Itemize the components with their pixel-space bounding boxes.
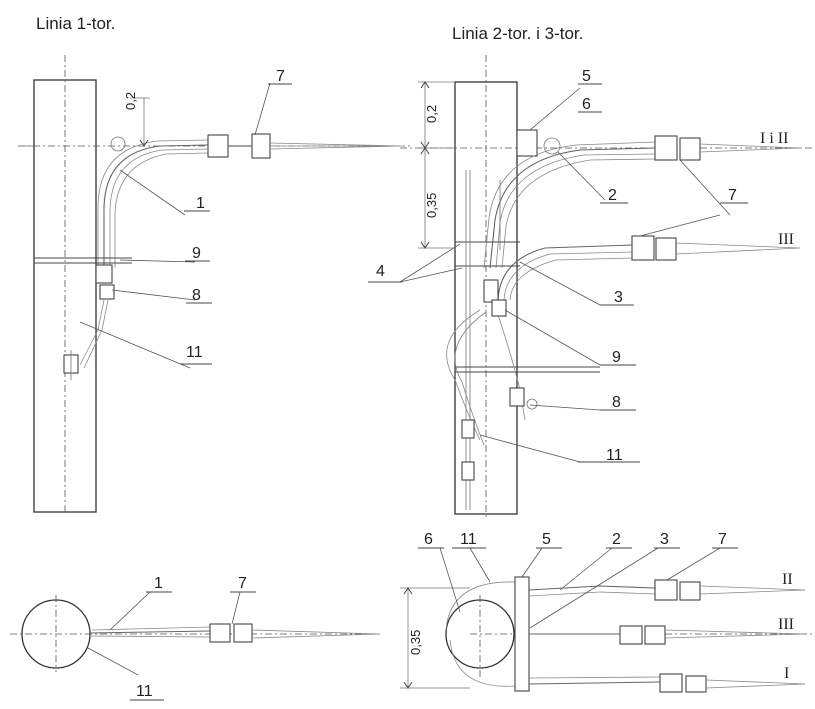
label-11-plan: 11 xyxy=(136,683,153,700)
label-1: 1 xyxy=(196,195,205,212)
label-11: 11 xyxy=(186,344,203,361)
label-8: 8 xyxy=(192,287,201,304)
view-single-track-plan: 1 7 11 xyxy=(10,575,381,701)
view-double-track-plan: 0,35 6 11 5 2 3 7 II III I xyxy=(400,531,815,693)
dim-0-35-right: 0,35 xyxy=(424,193,439,218)
label-4: 4 xyxy=(376,263,385,280)
label-11-plan-right: 11 xyxy=(460,531,477,548)
phase-label-i-plan: I xyxy=(784,665,789,682)
label-2-plan: 2 xyxy=(612,531,621,548)
title-double-triple-track: Linia 2-tor. i 3-tor. xyxy=(452,24,583,43)
label-1-plan: 1 xyxy=(154,575,163,592)
label-6-plan: 6 xyxy=(424,531,433,548)
dim-0-2-right: 0,2 xyxy=(424,105,439,123)
phase-label-iii: III xyxy=(778,231,794,248)
view-single-track-elevation: 0,2 7 1 9 8 11 xyxy=(18,55,410,513)
label-11-right: 11 xyxy=(606,447,623,464)
label-3: 3 xyxy=(614,289,623,306)
label-9-right: 9 xyxy=(612,349,621,366)
label-7-right: 7 xyxy=(728,187,737,204)
label-6: 6 xyxy=(582,96,591,113)
view-double-track-elevation: 0,2 0,35 5 6 2 7 4 3 9 8 11 I i II III xyxy=(368,55,815,520)
title-single-track: Linia 1-tor. xyxy=(36,14,115,33)
dim-0-35-plan: 0,35 xyxy=(408,630,423,655)
label-3-plan: 3 xyxy=(660,531,669,548)
label-7: 7 xyxy=(276,68,285,85)
label-5: 5 xyxy=(582,68,591,85)
phase-label-i-ii: I i II xyxy=(760,130,788,147)
label-9: 9 xyxy=(192,245,201,262)
label-2: 2 xyxy=(608,187,617,204)
label-7-plan: 7 xyxy=(238,575,247,592)
label-5-plan: 5 xyxy=(542,531,551,548)
phase-label-ii-plan: II xyxy=(782,571,793,588)
dim-0-2-left: 0,2 xyxy=(123,92,138,110)
label-7-plan-right: 7 xyxy=(718,531,727,548)
label-8-right: 8 xyxy=(612,394,621,411)
phase-label-iii-plan: III xyxy=(778,616,794,633)
